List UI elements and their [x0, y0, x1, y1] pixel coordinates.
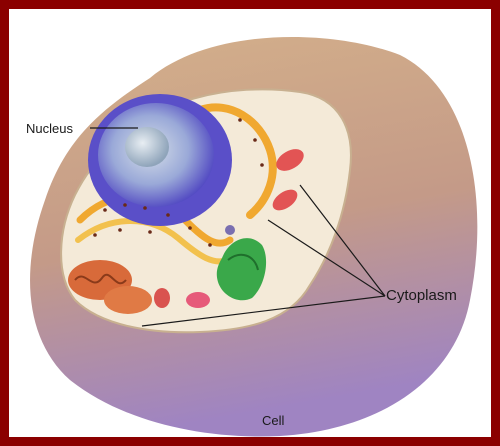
label-cytoplasm: Cytoplasm: [386, 287, 457, 304]
vesicle: [225, 225, 235, 235]
vesicle: [186, 292, 210, 308]
nucleolus: [125, 127, 169, 167]
label-cell: Cell: [262, 413, 284, 428]
vesicle: [154, 288, 170, 308]
label-nucleus: Nucleus: [26, 121, 73, 136]
